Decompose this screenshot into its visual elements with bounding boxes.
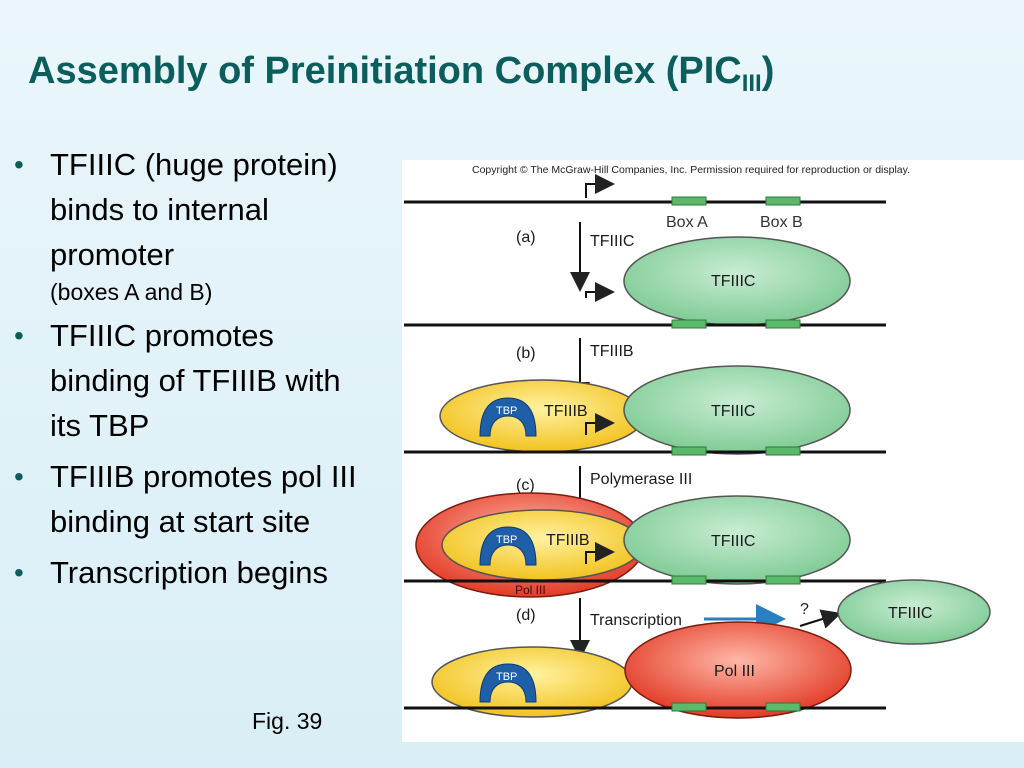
start-site-arrow-icon xyxy=(585,542,615,564)
pol-iii-label: Pol III xyxy=(714,663,755,680)
bullet-item: TFIIIC promotes binding of TFIIIB with i… xyxy=(14,313,364,448)
step-c-factor: Polymerase III xyxy=(590,471,692,488)
diagram-svg: Copyright © The McGraw-Hill Companies, I… xyxy=(404,164,991,719)
bullet-text: Transcription begins xyxy=(50,555,328,590)
pol-iii-small-label: Pol III xyxy=(515,583,546,597)
tbp-label: TBP xyxy=(496,405,517,417)
box-b-marker xyxy=(765,196,801,206)
tfiiic-protein xyxy=(623,365,851,455)
tbp-icon xyxy=(479,526,537,566)
pic-assembly-diagram: Copyright © The McGraw-Hill Companies, I… xyxy=(402,160,1024,742)
step-b-factor: TFIIIB xyxy=(590,343,634,360)
title-subscript: III xyxy=(741,70,762,97)
bullet-list: TFIIIC (huge protein) binds to internal … xyxy=(14,142,364,601)
slide-title: Assembly of Preinitiation Complex (PICII… xyxy=(28,50,774,98)
bullet-text: TFIIIC (huge protein) binds to internal … xyxy=(50,147,338,272)
pol-iii-protein xyxy=(624,621,852,719)
step-c-letter: (c) xyxy=(516,477,535,494)
released-tfiiic-protein xyxy=(837,579,991,645)
bullet-item: TFIIIC (huge protein) binds to internal … xyxy=(14,142,364,307)
tbp-label: TBP xyxy=(496,534,517,546)
tfiiib-protein xyxy=(439,379,645,453)
tfiiic-label: TFIIIC xyxy=(711,403,755,420)
bullet-item: Transcription begins xyxy=(14,550,364,595)
released-tfiiic-label: TFIIIC xyxy=(888,605,932,622)
step-d-letter: (d) xyxy=(516,607,536,624)
tbp-icon xyxy=(479,663,537,703)
tfiiib-label: TFIIIB xyxy=(546,532,590,549)
tfiiib-protein xyxy=(441,509,643,581)
start-site-arrow-icon xyxy=(585,413,615,435)
release-question-mark: ? xyxy=(800,601,809,618)
tfiiic-label: TFIIIC xyxy=(711,533,755,550)
tfiiib-label: TFIIIB xyxy=(544,403,588,420)
release-arrow-icon xyxy=(799,609,842,629)
start-site-arrow-icon xyxy=(585,282,615,302)
tfiiic-label: TFIIIC xyxy=(711,273,755,290)
step-a-letter: (a) xyxy=(516,229,536,246)
copyright-notice: Copyright © The McGraw-Hill Companies, I… xyxy=(472,164,910,176)
tbp-label: TBP xyxy=(496,671,517,683)
bullet-item: TFIIIB promotes pol III binding at start… xyxy=(14,454,364,544)
bullet-subtext: (boxes A and B) xyxy=(50,279,213,305)
figure-caption: Fig. 39 xyxy=(252,708,323,734)
box-a-marker xyxy=(671,196,707,206)
dna-strand-transcribing: TBP xyxy=(404,621,886,719)
dna-strand-tfiiic-bound xyxy=(404,236,886,329)
bullet-text: TFIIIB promotes pol III binding at start… xyxy=(50,459,357,539)
dna-strand-tfiiib-bound: TBP xyxy=(404,365,886,456)
dna-strand-pol-iii-bound: TBP xyxy=(404,492,886,598)
start-site-arrow-icon xyxy=(585,174,615,198)
title-end: ) xyxy=(761,50,775,92)
box-b-label: Box B xyxy=(760,214,803,231)
step-d-factor: Transcription xyxy=(590,612,682,629)
title-main: Assembly of Preinitiation Complex (PIC xyxy=(28,50,742,92)
tbp-icon xyxy=(479,397,537,437)
bullet-text: TFIIIC promotes binding of TFIIIB with i… xyxy=(50,318,341,443)
step-a-factor: TFIIIC xyxy=(590,233,634,250)
dna-strand-initial xyxy=(404,174,886,206)
tfiiic-protein xyxy=(623,495,851,585)
box-a-label: Box A xyxy=(666,214,708,231)
step-b-letter: (b) xyxy=(516,345,536,362)
